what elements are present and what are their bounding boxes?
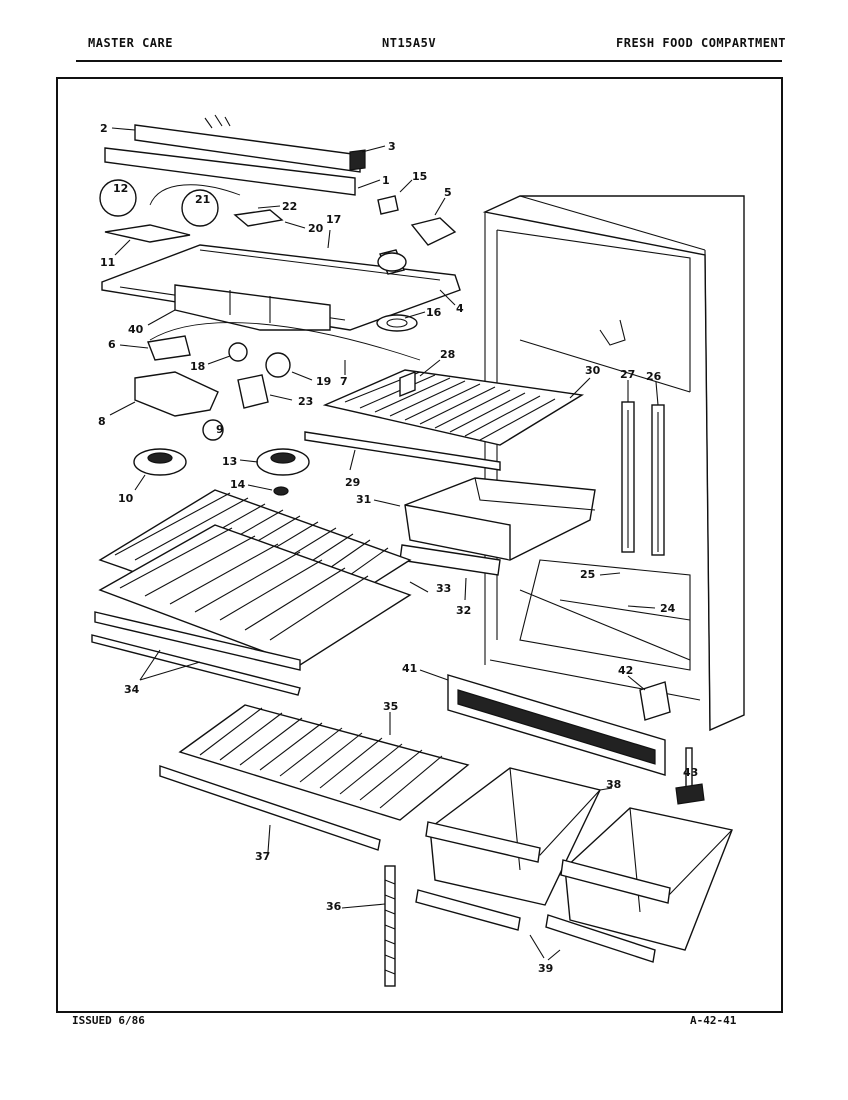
callout-14: 14 (230, 478, 246, 491)
callout-5: 5 (444, 186, 452, 199)
callout-33: 33 (436, 582, 451, 595)
callout-37: 37 (255, 850, 270, 863)
diagram-frame (56, 77, 783, 1013)
callout-40: 40 (128, 323, 144, 336)
callout-6: 6 (108, 338, 116, 351)
callout-38: 38 (606, 778, 621, 791)
callout-18: 18 (190, 360, 205, 373)
callout-25: 25 (580, 568, 595, 581)
callout-labels: 2 3 1 15 5 12 21 22 20 17 11 4 16 40 6 1… (98, 122, 698, 975)
callout-30: 30 (585, 364, 601, 377)
callout-11: 11 (100, 256, 115, 269)
callout-31: 31 (356, 493, 371, 506)
callout-7: 7 (340, 375, 348, 388)
callout-43: 43 (683, 766, 698, 779)
callout-1: 1 (382, 174, 390, 187)
callout-20: 20 (308, 222, 324, 235)
callout-4: 4 (456, 302, 464, 315)
crisper-pans (384, 767, 733, 987)
meat-keeper (399, 477, 596, 576)
issue-date: ISSUED 6/86 (72, 1014, 145, 1027)
callout-3: 3 (388, 140, 396, 153)
callout-17: 17 (326, 213, 341, 226)
callout-9: 9 (216, 423, 224, 436)
crisper-cover (159, 704, 470, 851)
callout-23: 23 (298, 395, 313, 408)
callout-35: 35 (383, 700, 398, 713)
callout-13: 13 (222, 455, 237, 468)
electrical-components (134, 322, 421, 441)
callout-19: 19 (316, 375, 331, 388)
callout-41: 41 (402, 662, 417, 675)
control-knobs (133, 448, 310, 496)
callout-15: 15 (412, 170, 427, 183)
vent-grille (447, 674, 705, 805)
callout-27: 27 (620, 368, 635, 381)
callout-26: 26 (646, 370, 662, 383)
callout-22: 22 (282, 200, 297, 213)
callout-39: 39 (538, 962, 553, 975)
brand-label: MASTER CARE (88, 36, 173, 50)
callout-36: 36 (326, 900, 342, 913)
wire-shelves (91, 489, 412, 696)
callout-29: 29 (345, 476, 360, 489)
callout-8: 8 (98, 415, 106, 428)
callout-24: 24 (660, 602, 676, 615)
callout-42: 42 (618, 664, 633, 677)
callout-12: 12 (113, 182, 128, 195)
control-housing (101, 114, 461, 332)
cabinet-liner (482, 195, 745, 732)
header-rule (76, 60, 782, 62)
callout-2: 2 (100, 122, 108, 135)
model-number: NT15A5V (382, 36, 437, 50)
callout-21: 21 (195, 193, 210, 206)
light-socket-parts (99, 179, 399, 243)
callout-32: 32 (456, 604, 471, 617)
callout-28: 28 (440, 348, 455, 361)
section-title: FRESH FOOD COMPARTMENT (616, 36, 786, 50)
upper-shelf (304, 369, 585, 471)
callout-34: 34 (124, 683, 140, 696)
callout-16: 16 (426, 306, 442, 319)
page-reference: A-42-41 (690, 1014, 737, 1027)
callout-10: 10 (118, 492, 134, 505)
